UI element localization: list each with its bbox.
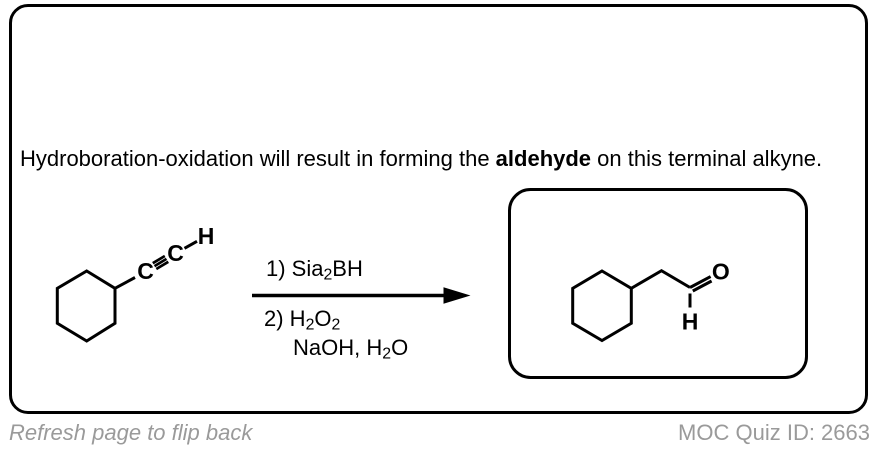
reagent-step2-solvent: NaOH, H2O [293, 337, 408, 365]
reagent-step1-subscript: 2 [323, 266, 333, 284]
reagent-step2-text2: O [314, 306, 332, 331]
question-text-emphasis: aldehyde [495, 146, 592, 171]
reagent-step2-subscript1: 2 [305, 316, 315, 334]
flashcard-border [9, 4, 868, 414]
carbonyl-bond-line1 [689, 275, 712, 289]
aldehyde-h-label: H [682, 309, 699, 335]
triple-bond [152, 254, 169, 271]
triple-bond-line-lower [155, 260, 169, 271]
product-structure: O H [571, 259, 730, 343]
quiz-id-label: MOC Quiz ID: 2663 [678, 420, 870, 445]
question-text: Hydroboration-oxidation will result in f… [20, 147, 822, 171]
carbonyl-oxygen-label: O [712, 259, 730, 285]
flip-back-note: Refresh page to flip back [9, 420, 253, 445]
reagent-step1: 1) Sia2BH [266, 258, 363, 286]
carbonyl-bond-line2 [692, 279, 713, 293]
product-answer-box [508, 188, 808, 379]
product-cyclohexane-ring [571, 269, 633, 343]
reagent-solvent-text: NaOH, H [293, 335, 383, 360]
reactant-cyclohexane-ring [55, 269, 117, 343]
reagent-solvent-text2: O [391, 335, 409, 360]
reagent-solvent-subscript: 2 [382, 345, 392, 363]
triple-bond-line-upper [152, 254, 166, 265]
reagent-step2-text: 2) H [264, 306, 306, 331]
reagent-step1-text: 1) Sia [266, 256, 324, 281]
question-text-after: on this terminal alkyne. [591, 146, 823, 171]
alkyne-c-h-bond [183, 239, 198, 250]
reagent-step2: 2) H2O2 [264, 308, 340, 336]
reagent-step2-subscript2: 2 [331, 316, 341, 334]
ring-to-alkyne-bond [114, 276, 136, 290]
reagent-step1-text2: BH [332, 256, 363, 281]
question-text-before: Hydroboration-oxidation will result in f… [20, 146, 496, 171]
alkyne-carbon2-label: C [167, 240, 184, 266]
carbonyl-double-bond [689, 275, 713, 293]
triple-bond-line-middle [153, 257, 168, 268]
reactant-structure: C C H [55, 223, 215, 343]
alkyne-carbon1-label: C [137, 258, 154, 284]
ch2-bonds [630, 268, 691, 290]
reaction-arrow [252, 287, 471, 304]
terminal-h-label: H [198, 223, 215, 249]
reaction-arrow-head [443, 287, 471, 304]
